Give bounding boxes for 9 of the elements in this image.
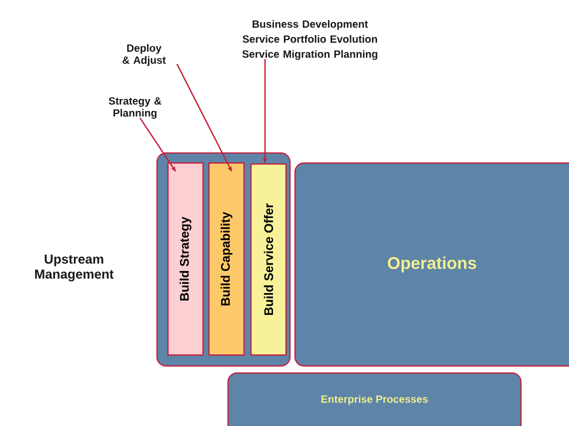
annotation-text: Deploy & Adjust	[122, 44, 166, 66]
stage-bar: Build Strategy	[167, 162, 204, 356]
area-box: Enterprise Processes	[227, 372, 522, 426]
area-box: Operations	[294, 162, 569, 367]
stage-bar: Build Service Offer	[250, 163, 287, 356]
annotation-text: Strategy & Planning	[108, 97, 162, 119]
heading: Upstream Management	[35, 254, 114, 282]
stage-bar: Build Capability	[208, 162, 245, 356]
annotation-text: Business Development Service Portfolio Evolution Service Migration Planning	[242, 20, 378, 60]
